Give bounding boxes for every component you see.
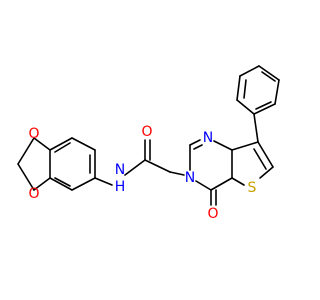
bond [213,140,233,151]
bond [243,79,247,99]
bond [236,75,241,101]
atom-label-h-amide: H [115,179,126,195]
atom-label-n1: N [203,130,213,146]
bond [274,79,280,105]
bond [54,142,71,153]
bond [258,65,280,81]
bond-layer [17,65,280,206]
bond [255,101,272,110]
bond [17,137,35,165]
bond [124,159,146,176]
bond [71,177,96,191]
atom-label-n3: N [185,170,195,186]
bond [253,148,267,170]
bond [259,166,274,179]
bond [261,71,276,82]
bond [195,180,212,191]
bond [71,137,96,151]
atom-label-s: S [248,180,257,196]
bond [49,137,73,151]
bond [33,137,51,151]
atom-label-o-amide: O [141,124,152,140]
structure-svg: O O N H O N N O S [17,65,280,222]
bond [253,113,259,143]
atom-label-o1: O [28,126,39,142]
bond [17,163,35,191]
atom-label-o4: O [207,206,218,222]
bond [169,171,185,176]
bond [231,141,259,151]
bond [144,159,171,173]
bond [33,177,51,191]
bond [236,99,255,115]
molecule-diagram: O O N H O N N O S [17,65,280,222]
atom-label-o2: O [28,186,39,202]
bond [231,177,245,186]
bond [210,177,233,191]
bond [253,103,276,115]
bond [193,144,203,150]
bond [49,177,73,191]
bond [239,65,260,77]
bond [54,177,71,187]
bond [257,141,274,168]
atom-label-layer: O O N H O N N O S [28,124,256,222]
atom-label-n-amide: N [115,162,125,178]
bond [94,177,113,186]
bond [189,139,201,146]
